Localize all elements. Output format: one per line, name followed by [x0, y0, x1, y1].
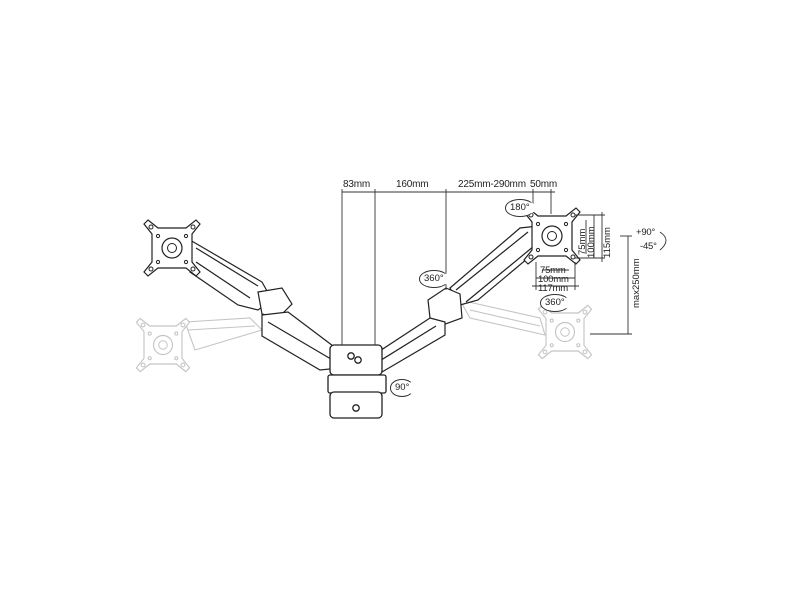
rotation-90-base-badge: 90° — [390, 379, 415, 397]
vesa-h-100: 100mm — [538, 274, 569, 285]
ghost-right-arm — [458, 299, 593, 360]
dimension-lines — [341, 189, 667, 345]
dimension-reach: 225mm-290mm — [458, 179, 526, 190]
left-upper-arm — [189, 238, 293, 319]
right-monitor-plate — [523, 207, 581, 265]
left-monitor-plate — [143, 219, 201, 277]
vesa-h-75: 75mm — [540, 265, 566, 276]
rotation-360-elbow-badge: 360° — [419, 270, 449, 288]
right-lower-arm — [371, 317, 446, 373]
tilt-down: -45° — [640, 241, 657, 252]
rotation-180-badge: 180° — [505, 199, 535, 217]
vesa-v-100: 100mm — [586, 226, 597, 258]
dimension-50mm: 50mm — [530, 179, 557, 190]
ghost-left-arm — [135, 317, 264, 373]
vesa-v-115: 115mm — [602, 227, 613, 258]
dimension-83mm: 83mm — [343, 179, 370, 190]
height-max250: max250mm — [631, 258, 642, 308]
tilt-up: +90° — [636, 227, 656, 238]
dimension-160mm: 160mm — [396, 179, 429, 190]
wall-base — [327, 344, 387, 419]
rotation-360-plate-badge: 360° — [540, 294, 570, 312]
vesa-h-117: 117mm — [538, 283, 568, 294]
